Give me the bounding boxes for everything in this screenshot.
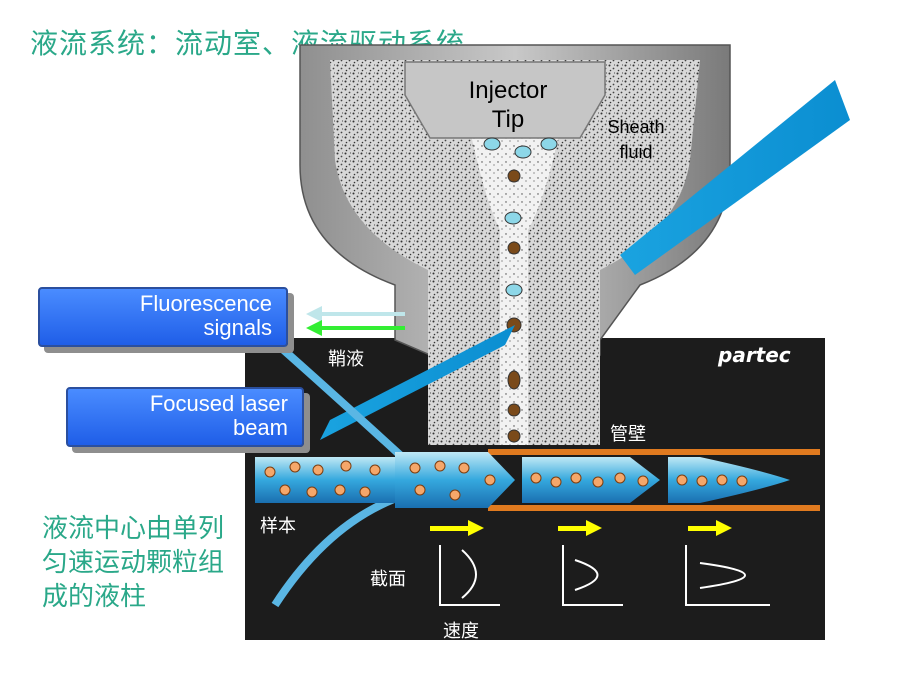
laser-beam-upper (620, 80, 850, 275)
sample-stream-section-1 (395, 452, 515, 508)
fluorescence-signals-callout: Fluorescence signals (38, 287, 288, 347)
laser-callout-line1: Focused laser (149, 391, 288, 416)
sample-stream-section-2 (522, 457, 660, 503)
sample-tube (255, 457, 395, 503)
velocity-label: 速度 (443, 621, 479, 642)
fluorescence-arrows (306, 306, 405, 336)
tube-wall-label: 管壁 (610, 424, 646, 445)
fluorescence-callout-line2: signals (203, 315, 272, 340)
velocity-profile-2 (562, 545, 623, 606)
sample-label: 样本 (260, 516, 296, 537)
brand-label: partec (717, 343, 791, 367)
sheath-liquid-label: 鞘液 (328, 349, 364, 370)
sheath-channel-upper (275, 342, 403, 458)
particles-in-tube (264, 460, 748, 501)
sheath-fluid-label-line1: Sheath (607, 117, 664, 137)
injector-tip (404, 61, 606, 139)
injector-tip-label-line1: Injector (469, 77, 548, 104)
fluorescence-callout-line1: Fluorescence (139, 291, 272, 316)
laser-beam-lower (320, 325, 515, 440)
core-stream-description: 液流中心由单列 匀速运动颗粒组 成的液柱 (42, 514, 225, 612)
flow-direction-arrows (430, 520, 732, 536)
cross-section-label: 截面 (370, 569, 406, 590)
cells-in-core (483, 137, 558, 443)
sample-stream-section-3 (668, 457, 790, 503)
velocity-profile-1 (439, 545, 500, 606)
injector-tip-label-line2: Tip (492, 106, 524, 133)
sheath-fluid-label-line2: fluid (619, 142, 652, 162)
laser-callout-line2: beam (232, 415, 288, 440)
velocity-profile-3 (685, 545, 770, 606)
focused-laser-beam-callout: Focused laser beam (66, 387, 304, 447)
